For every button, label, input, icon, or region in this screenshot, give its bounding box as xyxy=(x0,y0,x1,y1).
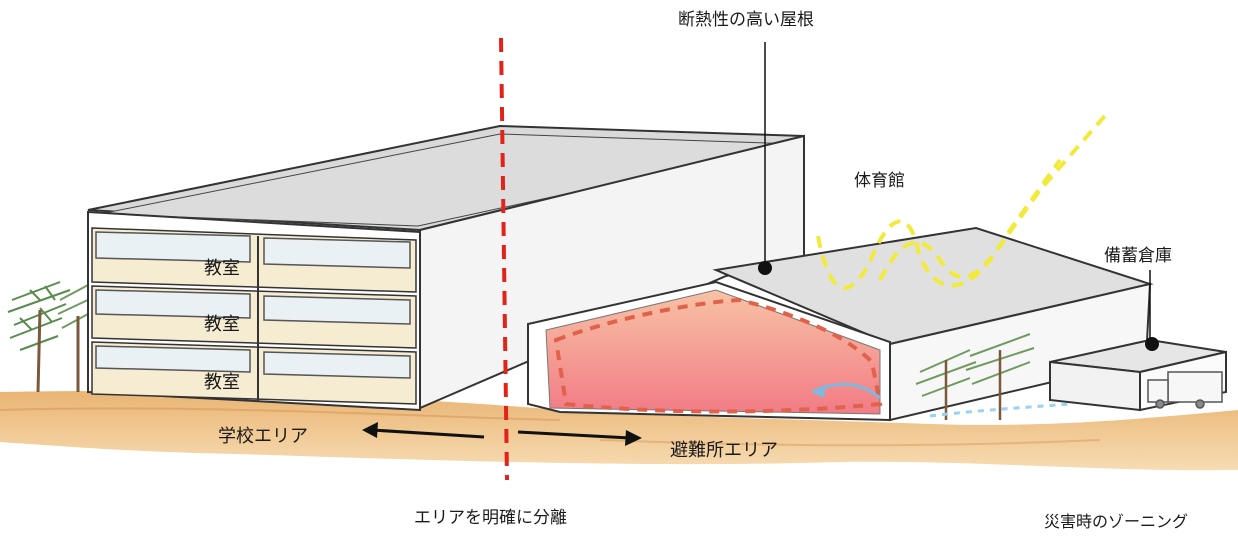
classroom-label-middle: 教室 xyxy=(204,314,240,335)
trees-right xyxy=(915,333,1035,420)
ground-stroke-1 xyxy=(0,407,561,421)
shelter-area-arrow xyxy=(517,430,642,446)
storage-label: 備蓄倉庫 xyxy=(1104,246,1172,266)
roof-callout-dot xyxy=(758,261,772,275)
school-area-label: 学校エリア xyxy=(218,426,308,447)
area-divider xyxy=(499,37,509,481)
gym-interior xyxy=(545,289,881,415)
roof-label: 断熱性の高い屋根 xyxy=(678,10,814,30)
classroom-floors xyxy=(91,227,417,405)
storage-callout-dot xyxy=(1145,337,1159,351)
airflow-right xyxy=(929,402,1071,418)
gym-label: 体育館 xyxy=(854,171,905,191)
diagram-caption: 災害時のゾーニング xyxy=(1044,512,1189,531)
truck xyxy=(1147,371,1223,409)
school-area-arrow xyxy=(362,422,485,439)
shelter-zone-outline xyxy=(553,297,883,414)
classroom-label-top: 教室 xyxy=(204,258,240,279)
trees-left xyxy=(7,281,93,393)
ground-stroke-2 xyxy=(599,439,1101,447)
shelter-area-label: 避難所エリア xyxy=(670,440,778,461)
classroom-label-bottom: 教室 xyxy=(204,372,240,393)
separate-areas-label: エリアを明確に分離 xyxy=(414,508,567,528)
sunlight-rays xyxy=(816,108,1112,290)
